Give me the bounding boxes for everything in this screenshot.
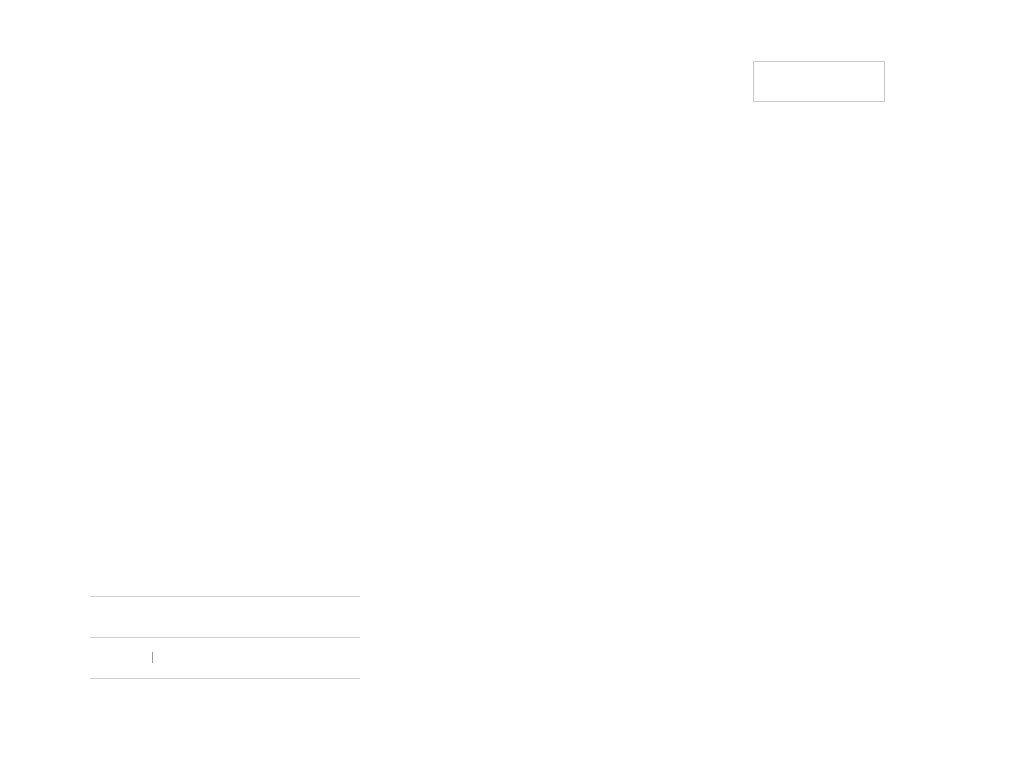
vertical-separator <box>152 652 153 663</box>
top-right-box[interactable] <box>753 61 885 102</box>
divider-middle <box>90 637 360 638</box>
divider-top <box>90 596 360 597</box>
list-item[interactable] <box>90 638 360 678</box>
divider-bottom <box>90 678 360 679</box>
list-item[interactable] <box>90 597 360 637</box>
